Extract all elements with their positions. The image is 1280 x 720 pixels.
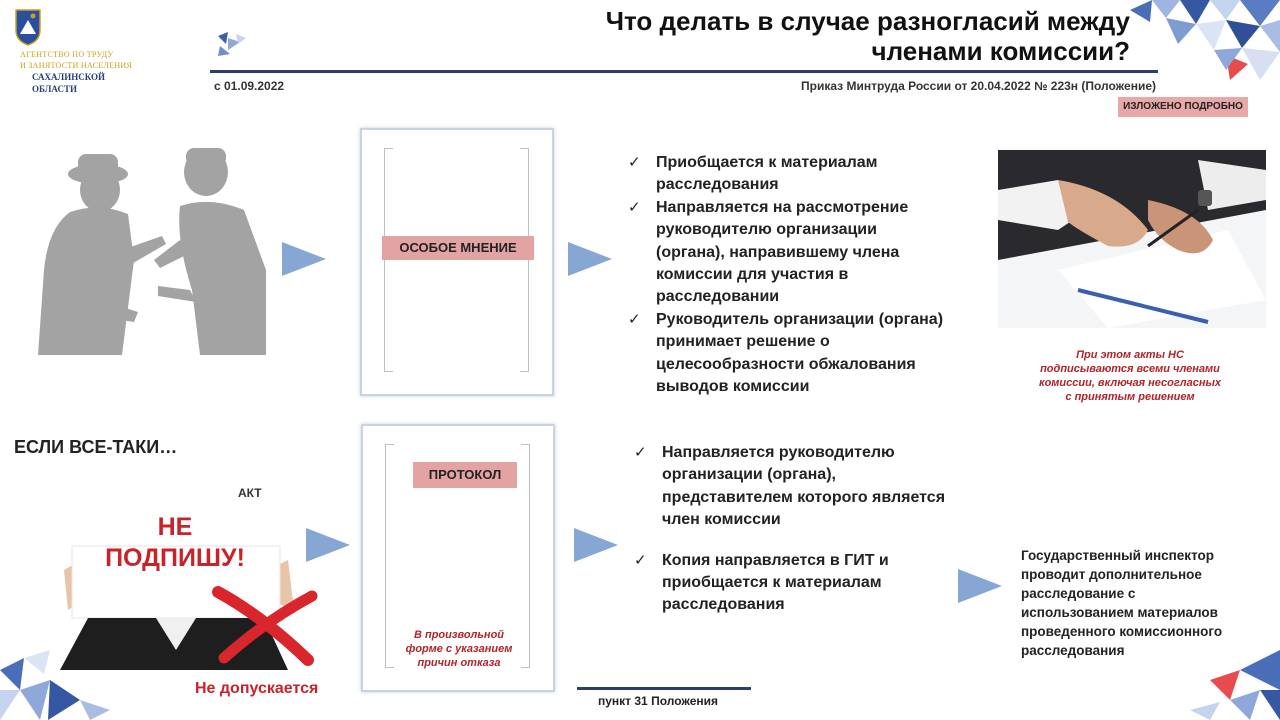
check-icon: ✓ [634,551,647,569]
act-label: АКТ [238,486,262,500]
mosaic-decor-icon [1190,650,1280,720]
page-title: Что делать в случае разногласий между чл… [470,6,1130,66]
effective-date: с 01.09.2022 [214,79,285,93]
check-icon: ✓ [634,444,647,461]
footer-divider [577,687,751,690]
check-icon: ✓ [628,310,641,328]
triangles-decor-icon [218,32,246,56]
mosaic-decor-icon [1130,0,1280,80]
coat-of-arms-logo [15,9,41,46]
detail-badge: ИЗЛОЖЕНО ПОДРОБНО [1118,97,1248,117]
org-name-line3: САХАЛИНСКОЙ [32,72,106,82]
frame-bracket-right [521,444,530,668]
red-cross-icon [212,586,318,666]
title-line-1: Что делать в случае разногласий между [605,6,1130,36]
arrow-right-icon [282,242,326,276]
special-opinion-frame: ОСОБОЕ МНЕНИЕ [360,128,554,396]
protocol-note: В произвольной форме с указанием причин … [405,629,513,669]
arguing-people-icon [38,148,266,355]
protocol-bullets: ✓ Направляется руководителю организации … [634,442,1014,617]
mosaic-decor-icon [0,650,110,720]
protocol-frame: ПРОТОКОЛ В произвольной форме с указание… [361,424,555,692]
not-allowed-text: Не допускается [195,680,319,697]
org-name-line4: ОБЛАСТИ [32,84,77,94]
arrow-right-icon [574,528,618,562]
check-icon: ✓ [628,198,641,216]
title-line-2: членами комиссии? [871,36,1130,66]
arrow-right-icon [306,528,350,562]
frame-bracket-left [384,148,393,372]
check-icon: ✓ [628,154,641,171]
order-reference: Приказ Минтруда России от 20.04.2022 № 2… [801,79,1156,93]
org-name-line2: И ЗАНЯТОСТИ НАСЕЛЕНИЯ [20,61,133,70]
bullet-item: ✓ Направляется руководителю организации … [634,444,946,529]
arrow-right-icon [568,242,612,276]
frame-bracket-left [385,444,394,668]
photo-caption: При этом акты НС подписываются всеми чле… [1039,349,1221,403]
frame-bracket-right [520,148,529,372]
protocol-label: ПРОТОКОЛ [413,462,517,488]
special-opinion-label: ОСОБОЕ МНЕНИЕ [382,236,534,260]
org-name-line1: АГЕНТСТВО ПО ТРУДУ [20,50,114,59]
special-opinion-bullets: ✓ Приобщается к материалам расследования… [628,152,998,398]
arrow-right-icon [958,569,1002,603]
footer-reference: пункт 31 Положения [598,694,719,708]
header-divider [210,70,1158,73]
refusal-sign-text: НЕ ПОДПИШУ! [105,513,245,572]
bullet-item: ✓ Руководитель организации (органа) прин… [628,310,944,396]
inspector-text: Государственный инспектор проводит допол… [1021,548,1223,658]
section-heading: ЕСЛИ ВСЕ-ТАКИ… [14,437,178,457]
bullet-item: ✓ Копия направляется в ГИТ и приобщается… [634,551,889,614]
bullet-item: ✓ Направляется на рассмотрение руководит… [628,198,909,306]
bullet-item: ✓ Приобщается к материалам расследования [628,154,878,194]
signing-hands-photo [998,150,1266,328]
